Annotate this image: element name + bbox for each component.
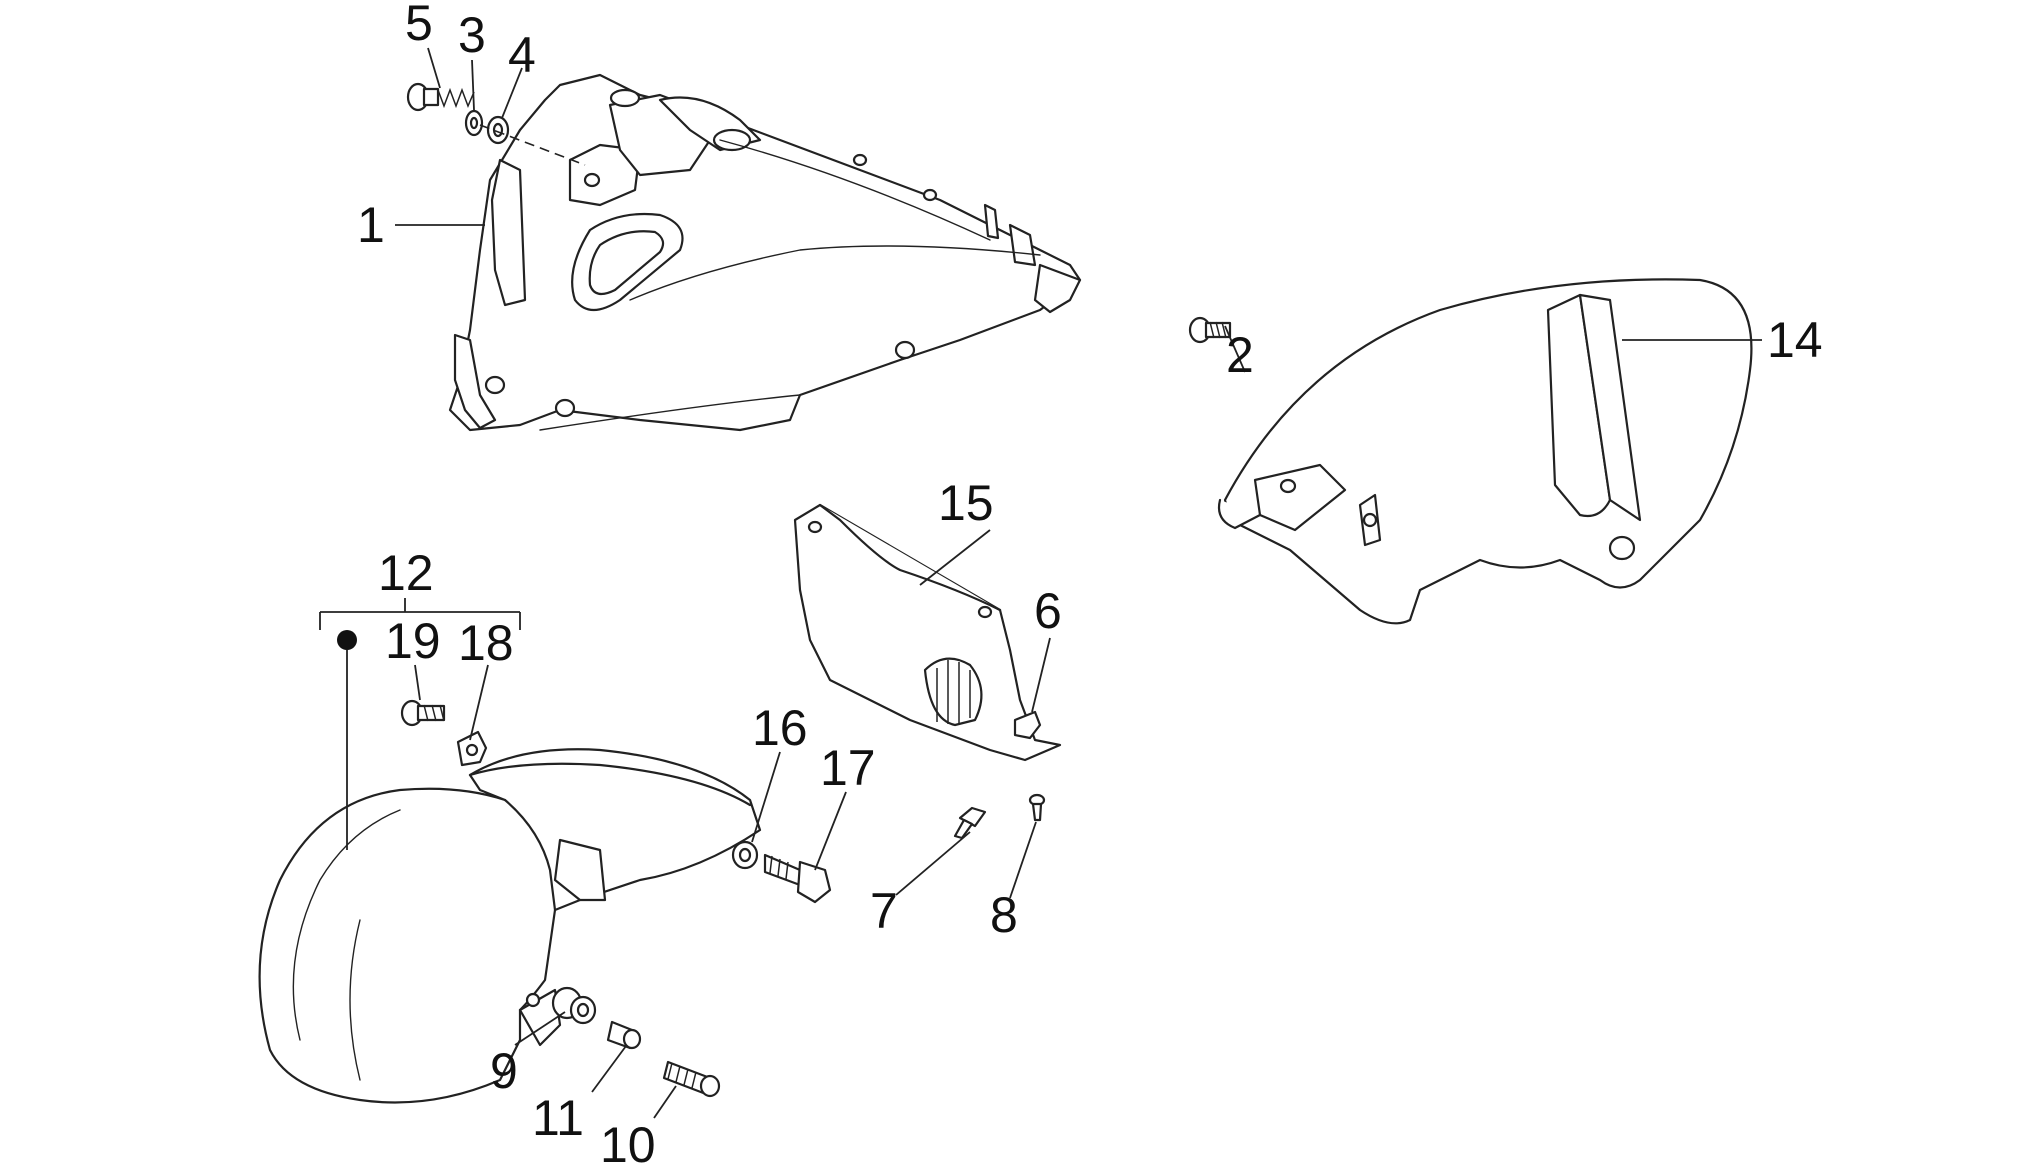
callout-11: 11	[532, 1090, 584, 1146]
part-17-thread	[769, 855, 789, 880]
part-6-clip	[1013, 710, 1042, 740]
part-2-thread	[1209, 321, 1227, 339]
callout-17: 17	[820, 740, 876, 796]
part-4-washer	[486, 115, 510, 145]
part-7-screw	[953, 806, 987, 840]
callout-19: 19	[385, 613, 441, 669]
callout-3: 3	[458, 7, 486, 63]
callout-4: 4	[508, 27, 536, 83]
part-16-washer	[731, 840, 759, 870]
callout-18: 18	[458, 615, 514, 671]
part-1-legshield-inner-panel	[448, 73, 1082, 432]
kit-marker-dot	[337, 630, 357, 650]
part-14-rear-mudguard	[1217, 278, 1753, 625]
callout-1: 1	[357, 197, 385, 253]
part-17-bolt	[763, 853, 832, 904]
callout-16: 16	[752, 700, 808, 756]
part-9-grommet	[551, 986, 597, 1025]
part-12-front-mudguard	[258, 748, 762, 1104]
part-10-screw	[662, 1060, 721, 1098]
kit-bracket-12	[319, 598, 521, 630]
part-18-nut-clip	[456, 730, 488, 767]
part-8-screw	[1028, 793, 1046, 822]
callout-10: 10	[600, 1117, 656, 1165]
leader-lines	[395, 47, 1762, 1119]
callout-14: 14	[1767, 312, 1823, 368]
part-1-fastener-axis	[479, 124, 586, 166]
callout-labels: 1 5 3 4 2 14 15 6 7 8 12 19 18 16 17 9 1…	[357, 0, 1823, 1165]
part-12-contour-lines	[292, 809, 401, 1081]
part-5-screw-with-spring	[406, 82, 440, 112]
callout-15: 15	[938, 475, 994, 531]
callout-8: 8	[990, 887, 1018, 943]
callout-5: 5	[405, 0, 433, 51]
part-15-splash-panel	[793, 503, 1062, 762]
part-1-contour-lines	[539, 139, 1041, 431]
part-19-screw	[400, 699, 446, 727]
part-11-spacer	[606, 1020, 642, 1050]
part-19-thread	[423, 704, 445, 722]
callout-6: 6	[1034, 583, 1062, 639]
part-3-washer	[464, 109, 484, 137]
part-10-thread	[667, 1062, 697, 1089]
callout-2: 2	[1226, 327, 1254, 383]
callout-7: 7	[870, 883, 898, 939]
callout-12: 12	[378, 545, 434, 601]
part-15-vent-slots	[936, 660, 971, 724]
part-5-spring-coils	[437, 87, 475, 109]
callout-9: 9	[490, 1043, 518, 1099]
